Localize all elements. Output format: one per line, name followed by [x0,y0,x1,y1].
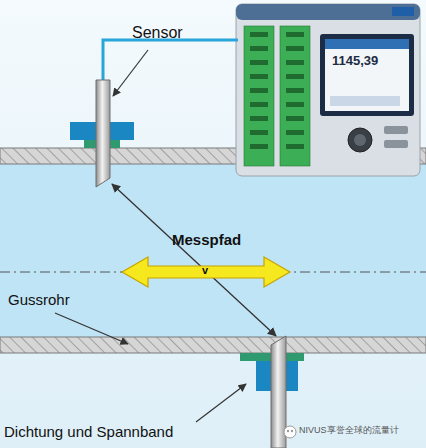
pipe-interior [0,164,426,337]
leader-line [55,313,128,344]
velocity-arrow [122,257,290,287]
pipe-wall-bottom [0,337,426,353]
display-value: 1145,39 [332,54,378,68]
watermark-icon [284,426,296,438]
leader-line [196,384,246,422]
sensor-rod [96,80,110,187]
part-name: Gussrohr [8,292,70,309]
measurement-path [112,184,276,336]
watermark: NIVUS享誉全球的流量计 [299,426,399,436]
sensor-cable [103,40,238,80]
part-name: Sensor [132,24,183,42]
leader-line [113,50,148,96]
velocity-symbol: v [202,264,208,276]
part-name: Dichtung und Spannband [4,424,173,441]
flow-transmitter [236,4,420,176]
path-name: Messpfad [172,232,241,249]
